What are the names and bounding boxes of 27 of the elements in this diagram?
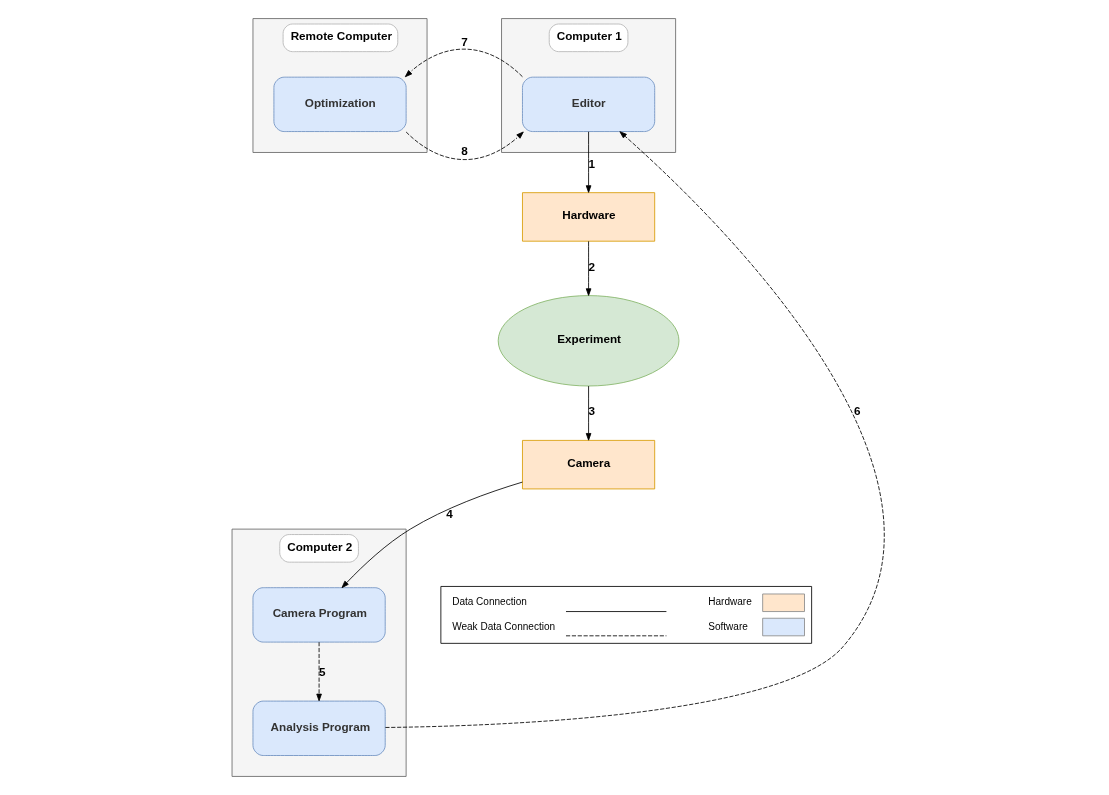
node-box: Editor xyxy=(521,76,655,132)
node-box: Camera xyxy=(521,439,655,490)
edge-label: 5 xyxy=(318,665,326,679)
legend-label: Data Connection xyxy=(451,596,527,608)
node-ellipse: Experiment xyxy=(497,295,679,387)
arrow xyxy=(405,131,524,160)
node-box: Hardware xyxy=(521,192,655,242)
edge-label: 4 xyxy=(445,507,453,521)
node-box: Optimization xyxy=(272,76,407,132)
arrow xyxy=(404,48,523,78)
edge-label: 8 xyxy=(460,143,468,157)
arrow xyxy=(315,641,322,702)
arrow xyxy=(384,131,883,728)
legend-label: Hardware xyxy=(707,596,752,608)
node-box: Analysis Program xyxy=(252,700,386,756)
arrow xyxy=(585,131,591,193)
node-box: Camera Program xyxy=(252,587,386,643)
edge-label: 1 xyxy=(588,156,595,170)
edge-label: 7 xyxy=(460,34,468,48)
edge-label: 3 xyxy=(588,404,595,418)
legend-label: Software xyxy=(707,620,748,632)
edge-label: 6 xyxy=(853,404,860,418)
legend-label: Weak Data Connection xyxy=(451,620,555,632)
edge-label: 2 xyxy=(588,259,595,273)
arrow xyxy=(341,481,523,589)
arrow xyxy=(585,240,591,296)
arrow xyxy=(585,385,591,441)
